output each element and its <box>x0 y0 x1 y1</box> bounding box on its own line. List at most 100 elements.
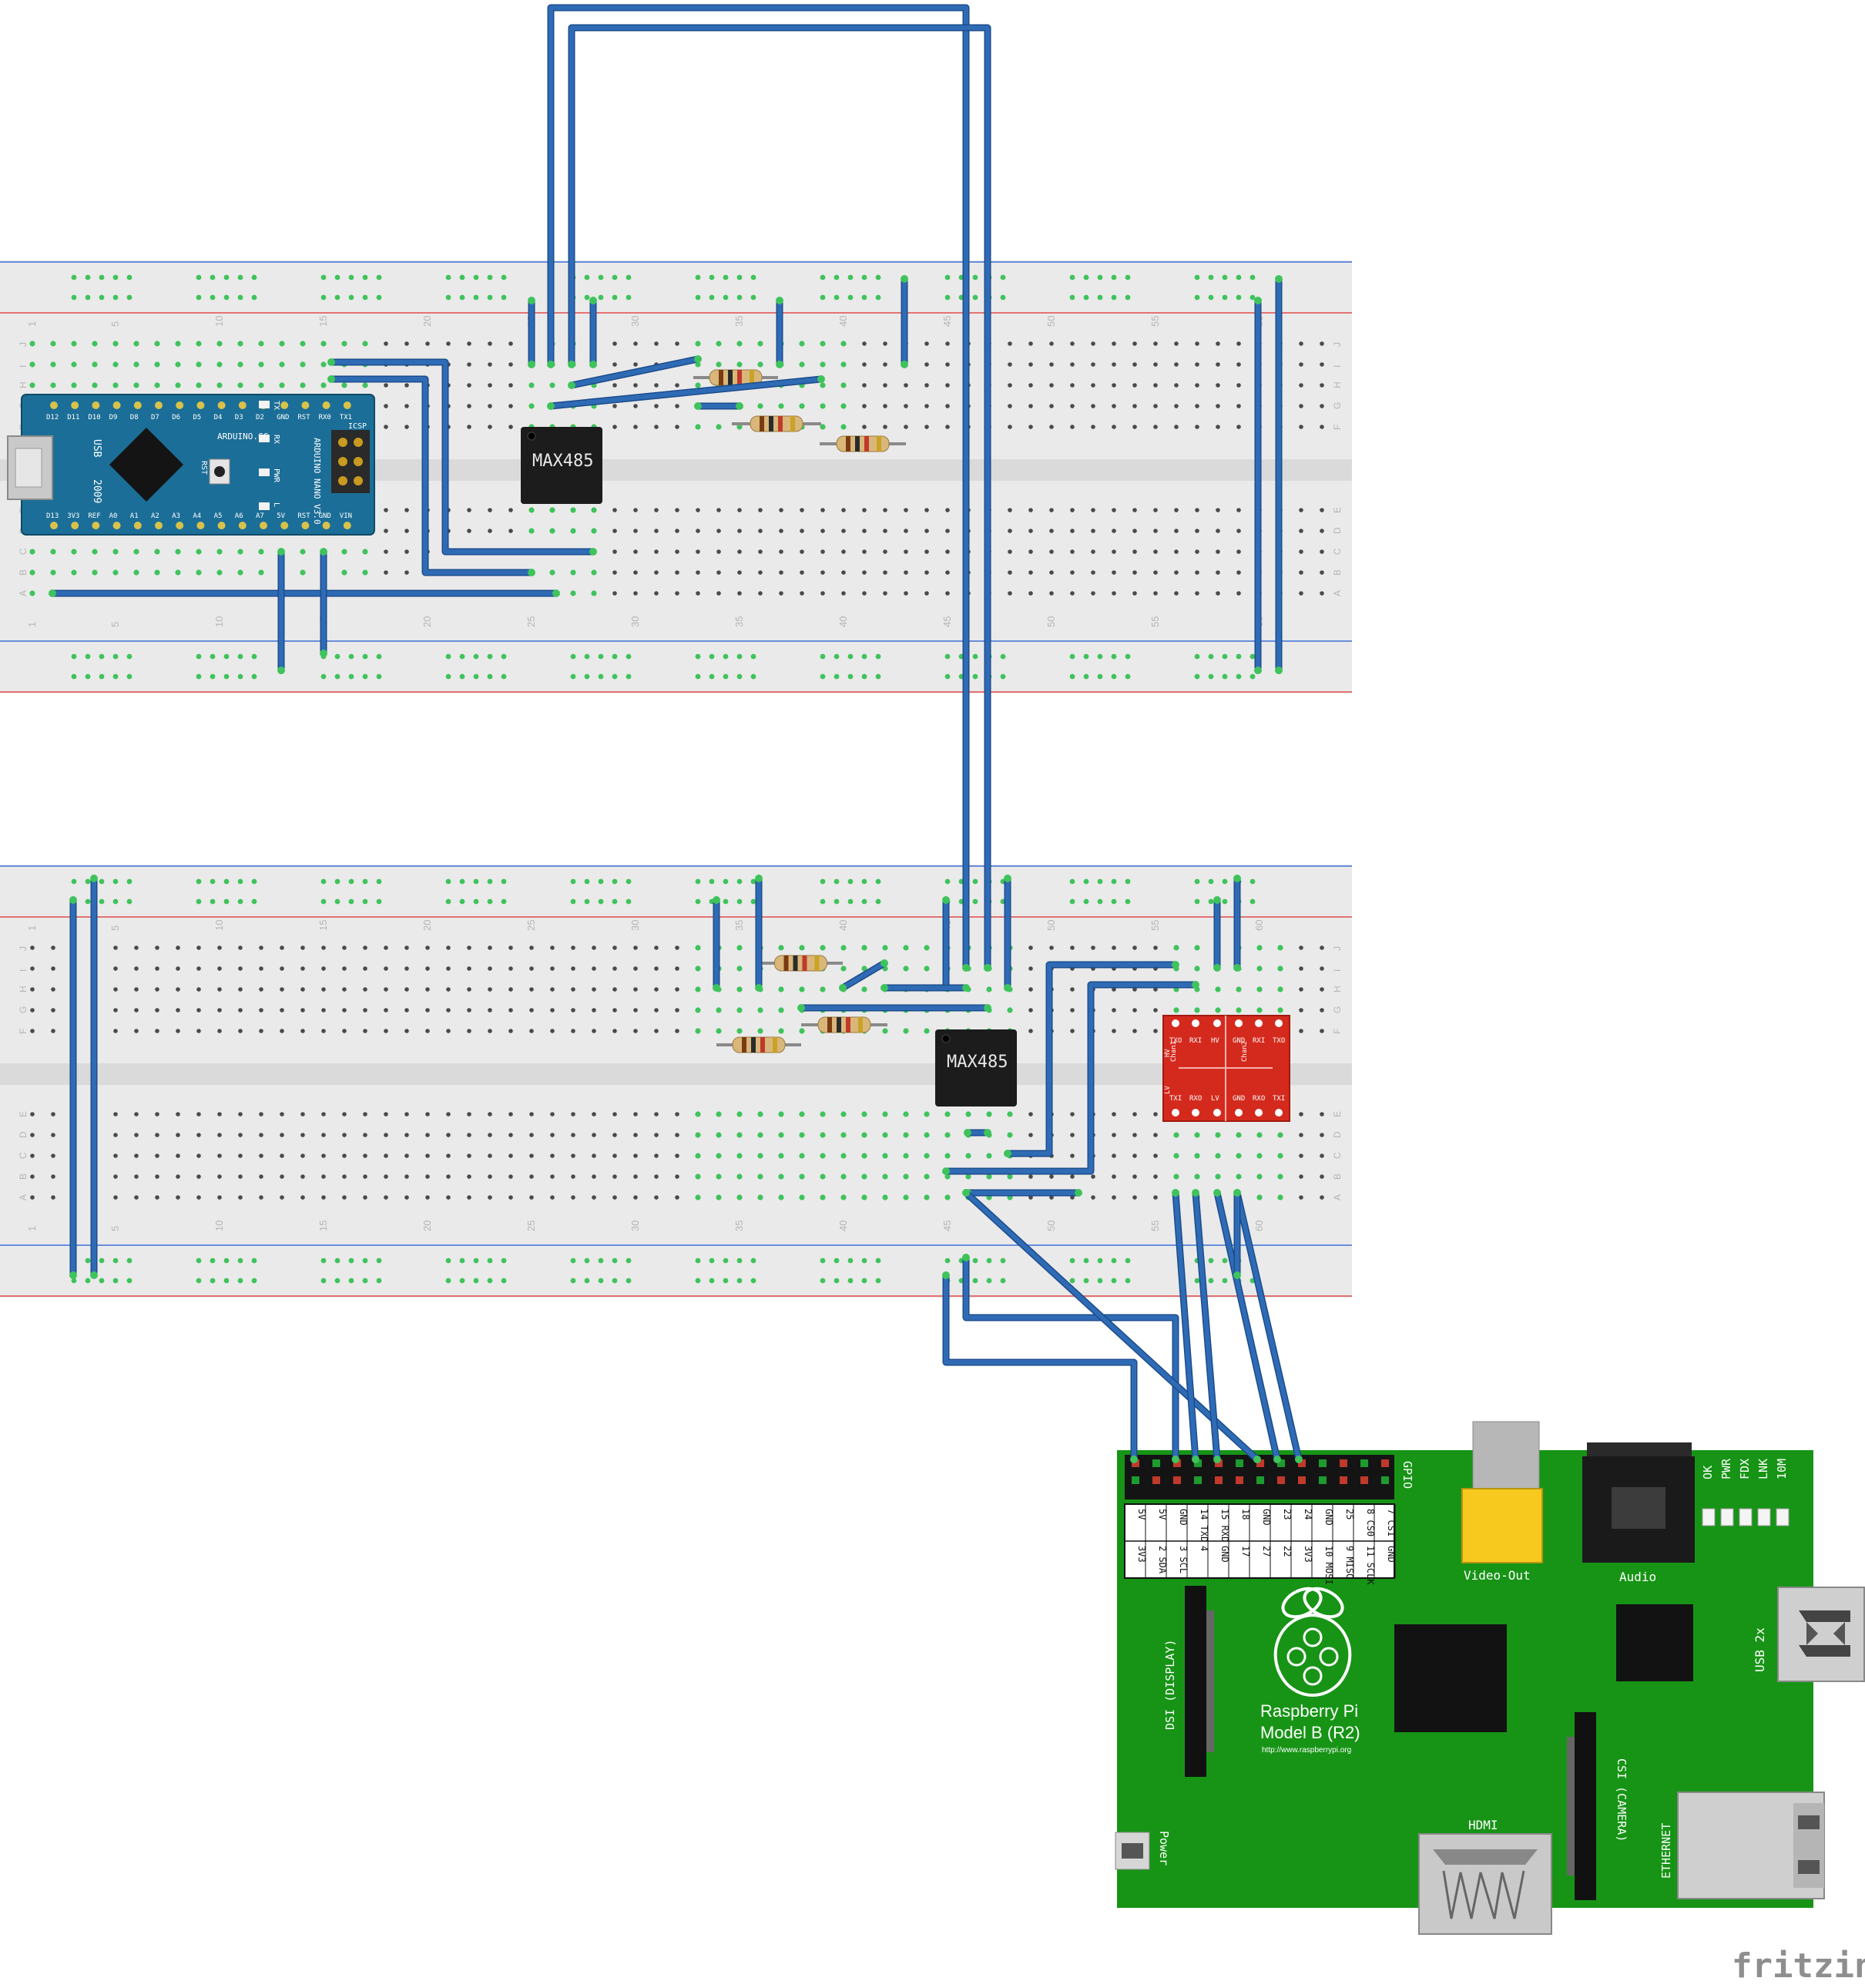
level-shifter-pin <box>1172 1109 1179 1117</box>
breadboard-hole <box>924 1132 930 1138</box>
breadboard-hole <box>1299 425 1303 429</box>
rail-hole <box>210 294 216 301</box>
arduino-pin <box>301 522 310 529</box>
microcontroller-chip <box>109 428 183 502</box>
breadboard-hole <box>404 1195 409 1200</box>
wire-end <box>942 1271 950 1279</box>
rail-hole <box>362 274 368 280</box>
column-number: 15 <box>317 920 329 931</box>
breadboard-hole <box>1173 1153 1179 1159</box>
arduino-pin-label: D8 <box>130 414 139 421</box>
status-led <box>1702 1508 1716 1526</box>
wire-end <box>1295 1456 1303 1463</box>
breadboard-hole <box>1236 341 1241 346</box>
pi-name-line2: Model B (R2) <box>1260 1723 1360 1742</box>
breadboard-hole <box>50 569 56 576</box>
arduino-pin <box>238 401 247 409</box>
rail-hole <box>334 898 340 905</box>
breadboard-hole <box>280 1008 284 1012</box>
icsp-pin <box>338 476 347 485</box>
column-number: 50 <box>1045 316 1057 327</box>
resistor-band <box>783 955 789 971</box>
breadboard-hole <box>1112 425 1116 429</box>
breadboard-hole <box>924 383 929 388</box>
breadboard-hole <box>404 1174 409 1179</box>
breadboard-hole <box>1049 945 1054 950</box>
column-number: 1 <box>26 1226 38 1231</box>
resistor-band <box>877 436 881 452</box>
breadboard-hole <box>696 570 700 575</box>
rail-hole <box>1000 673 1006 680</box>
rail-hole <box>626 898 632 905</box>
rail-hole <box>112 673 119 680</box>
arduino-pin-label: D6 <box>172 414 180 421</box>
wire-end <box>881 984 888 992</box>
arduino-pin-label: D12 <box>46 414 59 421</box>
breadboard-hole <box>903 1028 909 1034</box>
breadboard-hole <box>1008 570 1012 575</box>
breadboard-hole <box>300 1154 305 1158</box>
column-number: 5 <box>109 622 121 627</box>
breadboard-hole <box>446 945 451 950</box>
breadboard-hole <box>778 945 784 951</box>
breadboard-hole <box>903 1194 909 1201</box>
breadboard-hole <box>612 508 617 512</box>
arduino-pin-label: D2 <box>256 414 264 421</box>
breadboard-hole <box>883 508 887 512</box>
breadboard-hole <box>467 1133 471 1137</box>
breadboard-hole <box>716 341 722 347</box>
rail-hole <box>459 274 465 280</box>
breadboard-hole <box>550 1029 555 1033</box>
breadboard-hole <box>986 1153 992 1159</box>
breadboard-hole <box>1277 1174 1283 1180</box>
breadboard-hole <box>1320 945 1324 950</box>
column-number: 1 <box>26 321 38 327</box>
rail-hole <box>1208 1258 1214 1264</box>
rail-hole <box>709 653 715 660</box>
rail-hole <box>1208 898 1214 905</box>
breadboard-hole <box>861 1132 867 1138</box>
gpio-legend-label: 3V3 <box>1136 1546 1147 1563</box>
breadboard-hole <box>529 966 534 971</box>
column-number: 50 <box>1045 920 1057 931</box>
breadboard-hole <box>1256 965 1263 972</box>
breadboard-hole <box>467 341 471 346</box>
breadboard-hole <box>675 549 679 554</box>
breadboard-hole <box>1132 1008 1137 1012</box>
breadboard-hole <box>196 569 202 576</box>
breadboard-hole <box>467 1112 471 1117</box>
breadboard-hole <box>92 569 98 576</box>
breadboard-hole <box>1153 1029 1158 1033</box>
wire-end <box>1213 1189 1221 1197</box>
breadboard-hole <box>654 1174 659 1179</box>
pi-url: http://www.raspberrypi.org <box>1262 1746 1351 1755</box>
rail-hole <box>834 294 840 301</box>
breadboard-hole <box>861 945 867 951</box>
breadboard-hole <box>321 945 326 950</box>
breadboard-hole <box>591 507 597 513</box>
breadboard-hole <box>633 987 638 992</box>
resistor-band <box>742 1037 746 1053</box>
wire-end <box>589 548 597 556</box>
column-number: 5 <box>109 925 121 931</box>
breadboard-hole <box>633 570 638 575</box>
breadboard-hole <box>342 1133 347 1137</box>
breadboard-hole <box>1008 383 1012 388</box>
breadboard-hole <box>1194 1174 1200 1180</box>
wire-end <box>964 1129 971 1137</box>
breadboard-hole <box>862 529 867 533</box>
row-letter: G <box>18 1006 29 1013</box>
column-number: 60 <box>1253 920 1265 931</box>
breadboard-hole <box>29 569 35 576</box>
breadboard-hole <box>217 1154 222 1158</box>
rail-hole <box>1097 1258 1103 1264</box>
wire-end <box>881 959 888 967</box>
breadboard-hole <box>1132 1112 1137 1117</box>
breadboard-hole <box>384 987 388 992</box>
rail-hole <box>362 673 368 680</box>
breadboard-hole <box>404 404 409 408</box>
breadboard-hole <box>1007 1132 1013 1138</box>
breadboard-hole <box>196 1008 201 1012</box>
wire-end <box>984 1004 991 1012</box>
breadboard-hole <box>612 1195 617 1200</box>
